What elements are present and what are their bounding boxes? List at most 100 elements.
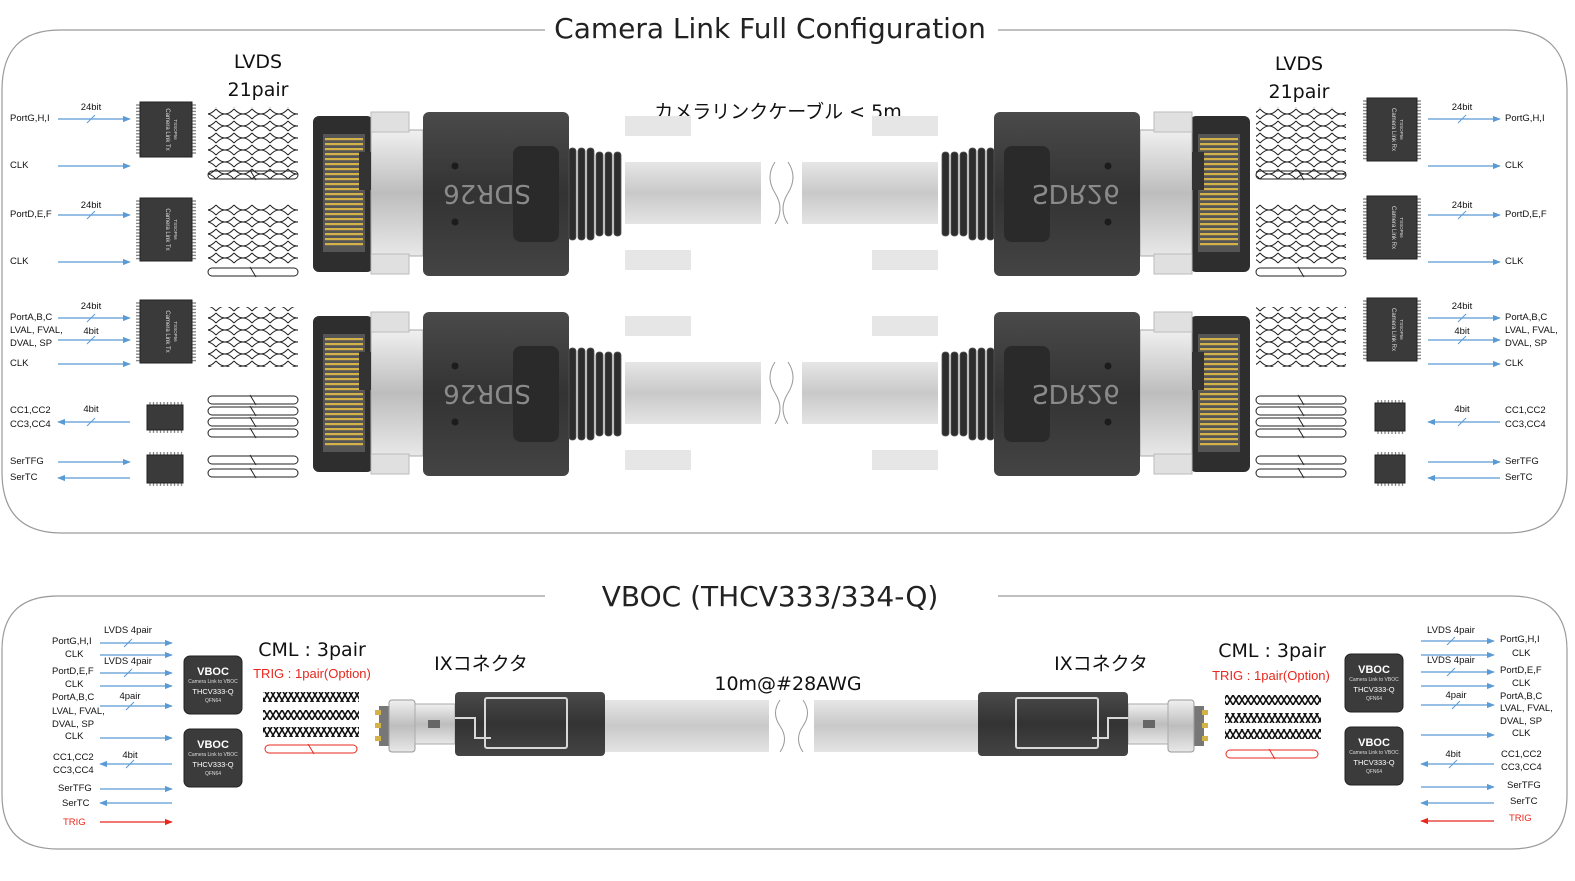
lvds-pair-bundle-right [1256, 307, 1346, 367]
connector-pin [325, 403, 363, 406]
cable-segment [625, 162, 761, 224]
cml-pair-right [1225, 713, 1321, 723]
strain-relief-ring [977, 347, 986, 441]
connector-pin [325, 423, 363, 426]
wire-pair [207, 170, 299, 180]
wire-pair [1255, 406, 1347, 416]
connector-latch [1192, 152, 1204, 190]
ix-housing-stripe [1092, 717, 1128, 739]
lvds-label-left-1: LVDS [234, 51, 282, 73]
bus-slash-right [1457, 335, 1467, 345]
twisted-pair [208, 216, 298, 228]
connector-pin [1200, 158, 1238, 161]
cc-wire-pair-right [1255, 416, 1347, 428]
housing-dot [1104, 162, 1112, 170]
connector-pin [1200, 218, 1238, 221]
housing-dot [451, 162, 459, 170]
housing-grip [1004, 146, 1050, 242]
chip-body [146, 404, 184, 431]
signal-label-right: CLK [1505, 160, 1524, 171]
bit-width-label-right: 4bit [1454, 326, 1470, 337]
cc-driver-chip-right [1374, 400, 1406, 434]
connector-pin [1200, 383, 1238, 386]
signal-label-left: CLK [10, 160, 29, 171]
vboc-bus-slash-left [125, 759, 135, 769]
connector-pin [325, 178, 363, 181]
connector-pin [325, 228, 363, 231]
strain-relief-ring [950, 351, 959, 437]
twisted-pair [208, 240, 298, 252]
wire-pair [1255, 267, 1347, 277]
bus-slash-right [1457, 313, 1467, 323]
connector-backshell [370, 329, 424, 457]
housing-grip [1004, 346, 1050, 442]
strain-relief-ring [941, 351, 950, 437]
thumbscrew-body [625, 250, 691, 270]
thumbscrew [370, 111, 410, 133]
signal-label-left: CLK [10, 256, 29, 267]
twisted-pair [208, 143, 298, 155]
vboc-chip-package: QFN64 [1366, 769, 1382, 775]
vboc-signal-label-right: PortD,E,F [1500, 665, 1542, 676]
connector-pin [325, 438, 363, 441]
vboc-chip-part-number: THCV333-Q [192, 760, 233, 769]
signal-label-left: CC3,CC4 [10, 419, 51, 430]
vboc-chip-subtitle: Camera Link to VBOC [188, 679, 238, 685]
cc-wire-pair-right [1255, 394, 1347, 406]
connector-pin [1200, 353, 1238, 356]
connector-pin [1200, 378, 1238, 381]
connector-pin [325, 368, 363, 371]
twisted-pair [1256, 355, 1346, 367]
connector-pin [325, 443, 363, 446]
serial-driver-chip-right [1374, 452, 1406, 486]
wire-break [249, 416, 257, 428]
twisted-pair [1256, 319, 1346, 331]
serial-wire-pair-left [207, 454, 299, 466]
signal-label-right: SerTFG [1505, 456, 1539, 467]
twisted-pair [1256, 204, 1346, 216]
twisted-pair [1256, 240, 1346, 252]
connector-pin [1200, 433, 1238, 436]
vboc-signal-label-left: LVAL, FVAL, [52, 706, 105, 717]
vboc-chip-logo: VBOC [197, 666, 229, 678]
bit-width-label-left: 24bit [81, 102, 102, 113]
twisted-pair [1256, 228, 1346, 240]
twisted-pair [1256, 167, 1346, 179]
cc-wire-pair-left [207, 394, 299, 406]
connector-pin [325, 203, 363, 206]
wire-break [1297, 416, 1305, 428]
wire-break [1297, 405, 1305, 417]
vboc-signal-label-left: PortA,B,C [52, 692, 94, 703]
connector-pin [1200, 213, 1238, 216]
chip-package-label: TSSOP56 [1399, 119, 1404, 140]
vboc-signal-label-right: CLK [1512, 648, 1531, 659]
twisted-pair [208, 331, 298, 343]
vboc-signal-label-right: SerTC [1510, 796, 1538, 807]
twisted-pair [208, 252, 298, 264]
wire-break [1297, 169, 1305, 181]
thumbscrew-body [872, 116, 938, 136]
bus-slash-right [1457, 114, 1467, 124]
ix-housing-outline [1015, 697, 1099, 749]
ix-plug-pin [375, 736, 381, 741]
connector-pin [325, 188, 363, 191]
wire-break [1297, 394, 1305, 406]
vboc-chip-body [183, 655, 243, 715]
connector-pin [325, 398, 363, 401]
sdr26-brand-mark: SDR26 [443, 378, 531, 408]
ix-connector-label-right: IXコネクタ [1054, 653, 1148, 675]
chip-label: Camera Link Rx [1390, 206, 1396, 249]
vboc-signal-label-right: TRIG [1509, 813, 1532, 824]
vboc-signal-label-left: CLK [65, 679, 84, 690]
chip-body [1366, 195, 1418, 260]
housing-grip [513, 346, 559, 442]
cml-pair-left [263, 692, 359, 702]
chip-body [1374, 402, 1406, 432]
lvds-pair-bundle-left [208, 307, 298, 367]
connector-pin [325, 433, 363, 436]
signal-label-right: CC1,CC2 [1505, 405, 1546, 416]
vboc-bit-width-right: LVDS 4pair [1427, 625, 1475, 636]
wire-break [1297, 266, 1305, 278]
signal-label-right: DVAL, SP [1505, 338, 1547, 349]
